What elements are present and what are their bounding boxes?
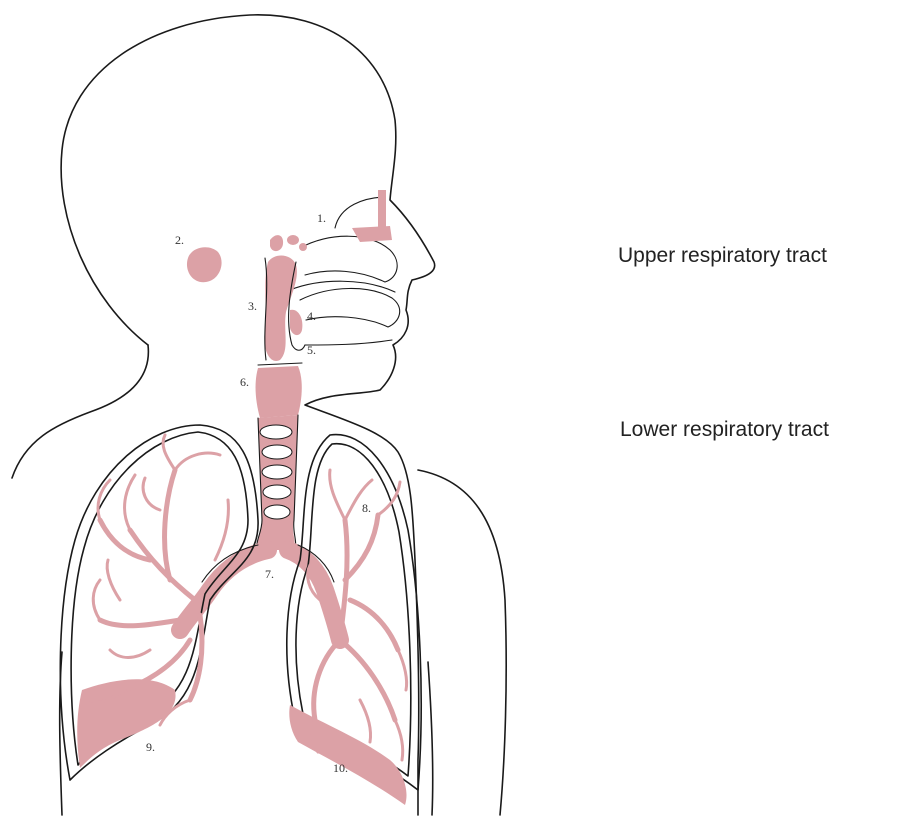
markers: 1. 2. 3. 4. 5. 6. 7. 8. 9. 10. xyxy=(146,211,371,775)
nasal-cavity xyxy=(300,190,397,282)
lower-respiratory-tract-label: Lower respiratory tract xyxy=(620,418,829,442)
main-bronchi xyxy=(180,545,340,640)
left-lung xyxy=(287,435,421,805)
marker-7: 7. xyxy=(265,567,274,581)
marker-2: 2. xyxy=(175,233,184,247)
marker-4: 4. xyxy=(307,309,316,323)
marker-6: 6. xyxy=(240,375,249,389)
pharynx xyxy=(264,235,307,361)
marker-3: 3. xyxy=(248,299,257,313)
marker-8: 8. xyxy=(362,501,371,515)
upper-respiratory-tract-label: Upper respiratory tract xyxy=(618,244,827,268)
lymph-node xyxy=(187,247,222,282)
marker-9: 9. xyxy=(146,740,155,754)
trachea xyxy=(257,415,298,552)
right-lung xyxy=(60,425,258,780)
marker-1: 1. xyxy=(317,211,326,225)
marker-10: 10. xyxy=(333,761,348,775)
left-arm-outline xyxy=(428,662,433,815)
marker-5: 5. xyxy=(307,343,316,357)
larynx xyxy=(256,363,302,418)
body-outline xyxy=(12,15,435,815)
left-shoulder-outline xyxy=(418,470,506,815)
